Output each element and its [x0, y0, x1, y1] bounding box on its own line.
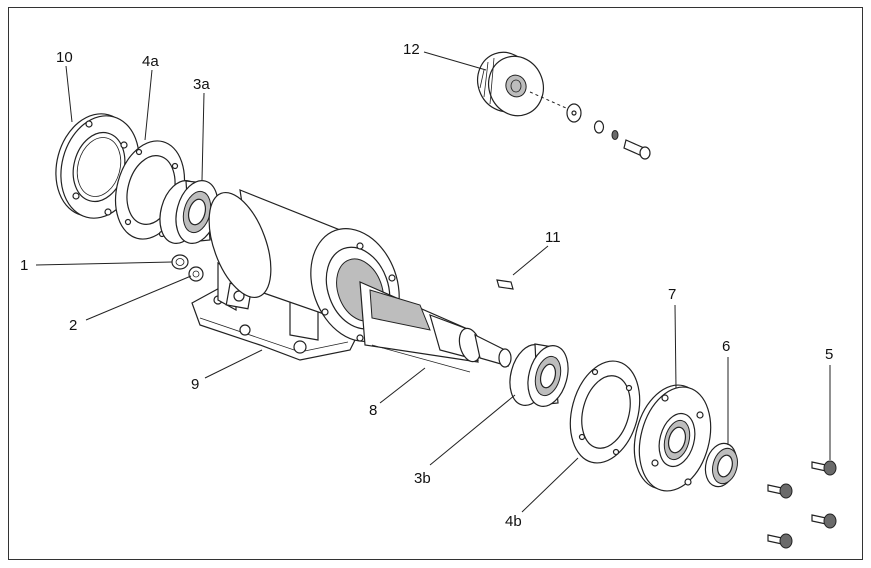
label-3a: 3a: [193, 76, 210, 93]
label-6: 6: [722, 338, 730, 355]
leader-lines: [35, 51, 831, 513]
part-3b-bearing: [509, 343, 569, 407]
label-1: 1: [20, 257, 28, 274]
part-1-plug: [171, 254, 189, 270]
part-5-bolts: [767, 460, 837, 549]
housing-body: [191, 189, 400, 361]
label-3b: 3b: [414, 470, 431, 487]
label-12: 12: [403, 41, 420, 58]
label-9: 9: [191, 376, 199, 393]
part-6-seal: [704, 442, 738, 488]
label-2: 2: [69, 317, 77, 334]
part-4b-gasket: [569, 360, 641, 464]
label-4a: 4a: [142, 53, 159, 70]
part-2-washer: [188, 266, 204, 282]
label-10: 10: [56, 49, 73, 66]
callout-labels: 1 2 3a 3b 4a 4b 5 6 7 8 9 10 11 12: [20, 41, 833, 530]
label-7: 7: [668, 286, 676, 303]
label-11: 11: [545, 229, 561, 246]
part-8-shaft: [359, 281, 512, 373]
part-12-pulley: [477, 51, 651, 160]
part-3a-bearing: [159, 180, 219, 244]
label-5: 5: [825, 346, 833, 363]
part-7-flange: [633, 384, 712, 492]
label-8: 8: [369, 402, 377, 419]
part-11-key: [496, 279, 514, 290]
label-4b: 4b: [505, 513, 522, 530]
